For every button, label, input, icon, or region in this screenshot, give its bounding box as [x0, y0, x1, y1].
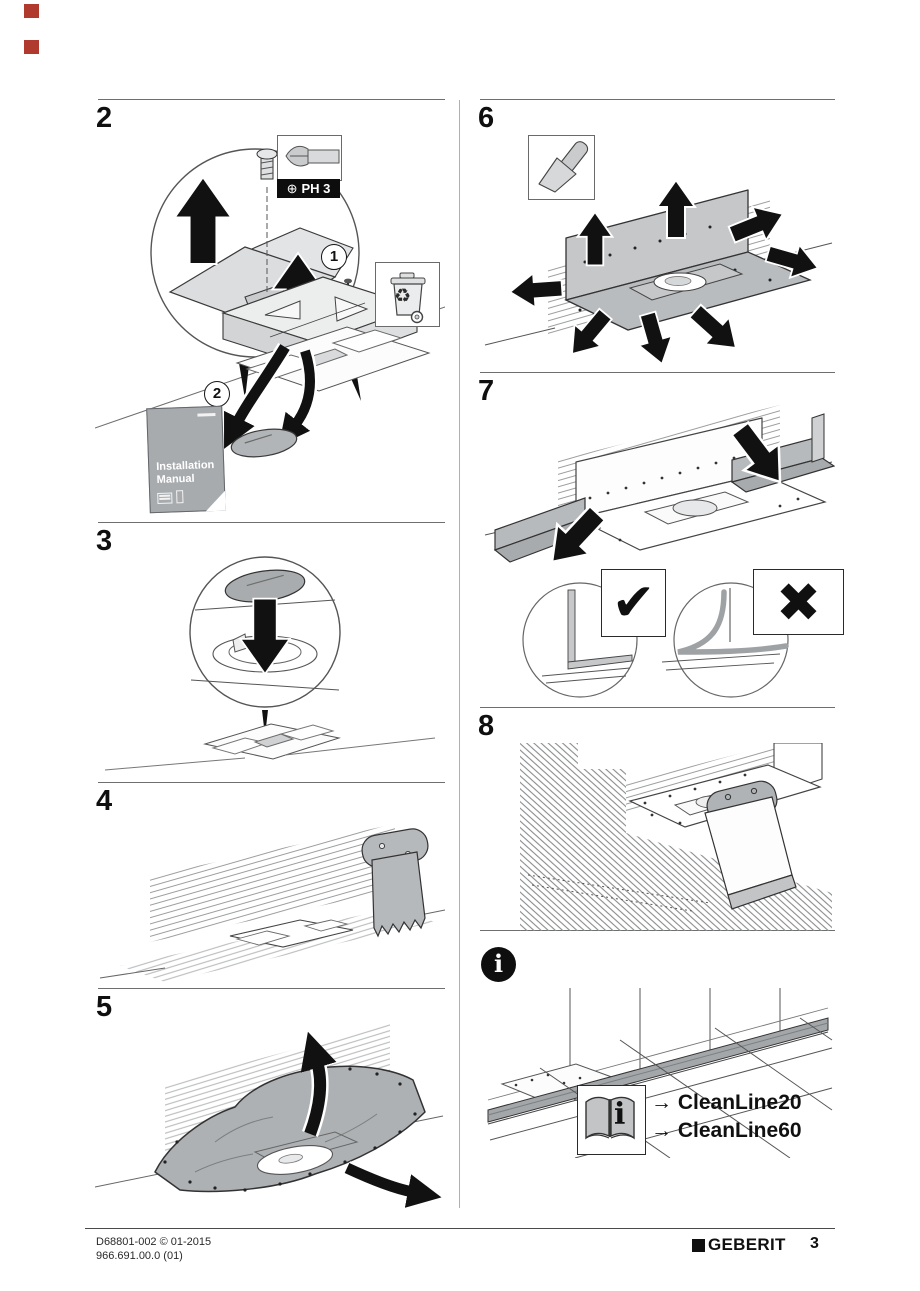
- info-icon: i: [481, 947, 516, 982]
- geberit-logo: GEBERIT: [692, 1235, 786, 1255]
- step-5-illustration: [95, 1024, 444, 1208]
- manual-title: Installation Manual: [156, 459, 215, 487]
- phillips-icon: ⊕: [286, 180, 298, 196]
- tile-adhesive-floor: [520, 833, 832, 931]
- geberit-logo-text: GEBERIT: [708, 1235, 786, 1254]
- rule-step2: [98, 99, 445, 100]
- manual-brand-mark: [197, 412, 216, 417]
- shower-channel: [487, 1017, 829, 1123]
- book-info-glyph: i: [614, 1097, 626, 1132]
- footer-article-number: 966.691.00.0 (01): [96, 1250, 183, 1262]
- putty-knife-icon: [538, 141, 589, 193]
- step-5-number: 5: [96, 991, 113, 1023]
- step-8-number: 8: [478, 710, 495, 742]
- cross-icon: ✖: [753, 569, 844, 635]
- bit-size-text: PH 3: [301, 181, 331, 196]
- screwdriver-bit-icon: [285, 145, 340, 167]
- protection-disc: [230, 428, 298, 458]
- manual-cover-icon-figure: [176, 490, 184, 504]
- reference-cleanline60: → CleanLine60: [651, 1119, 802, 1142]
- membrane-perforations: [163, 1066, 417, 1192]
- red-mark-top: [24, 4, 39, 18]
- bit-size-label: ⊕ PH 3: [277, 179, 340, 198]
- column-divider: [459, 100, 460, 1208]
- rule-step6: [480, 99, 835, 100]
- arrow-curved-down-right-icon: [278, 349, 315, 446]
- manual-reference-box: i: [577, 1085, 646, 1155]
- page-number: 3: [810, 1235, 819, 1252]
- putty-knife-box: [528, 135, 595, 200]
- step-6-number: 6: [478, 102, 495, 134]
- smoothing-trowel: [704, 780, 797, 910]
- footer-rule: [85, 1228, 835, 1229]
- recycle-bin-icon: [390, 272, 426, 324]
- rule-step8: [480, 707, 835, 708]
- rule-step4: [98, 782, 445, 783]
- tile-adhesive-wall: [520, 743, 626, 865]
- callout-2: 2: [204, 381, 230, 407]
- rule-step5: [98, 988, 445, 989]
- geberit-logo-mark: [692, 1238, 705, 1252]
- step-4-illustration: [99, 824, 445, 982]
- adhesive-wall-band: [150, 824, 395, 942]
- arrow-peel-down-icon: [344, 1163, 442, 1208]
- red-mark-bottom: [24, 40, 39, 54]
- rule-step3: [98, 522, 445, 523]
- step-2-illustration: [95, 148, 445, 458]
- step-4-number: 4: [96, 785, 113, 817]
- page-curl: [205, 490, 226, 512]
- step-7-number: 7: [478, 375, 495, 407]
- check-icon: ✔: [601, 569, 666, 637]
- step-7-illustration: [484, 405, 835, 698]
- step-2-number: 2: [96, 102, 113, 134]
- step-3-illustration: [104, 556, 436, 771]
- open-book-icon: [585, 1096, 635, 1140]
- recycle-bin-box: [375, 262, 440, 327]
- reference-cleanline20: → CleanLine20: [651, 1091, 802, 1114]
- sealing-membrane: [154, 1065, 426, 1193]
- installation-manual-booklet: Installation Manual: [146, 405, 226, 514]
- step-6-illustration: [484, 179, 833, 368]
- arrow-curved-down-left-icon: [224, 344, 290, 449]
- step-3-number: 3: [96, 525, 113, 557]
- recycle-symbol: ♻: [394, 286, 412, 307]
- manual-cover-icon-book: [157, 492, 173, 505]
- step-8-illustration: [520, 743, 832, 931]
- arrow-peel-up-icon: [300, 1031, 337, 1137]
- callout-1: 1: [321, 244, 347, 270]
- notched-trowel: [361, 828, 429, 938]
- footer-doc-number: D68801-002 © 01-2015: [96, 1236, 212, 1248]
- bit-toolbox: [277, 135, 342, 181]
- rule-step7: [480, 372, 835, 373]
